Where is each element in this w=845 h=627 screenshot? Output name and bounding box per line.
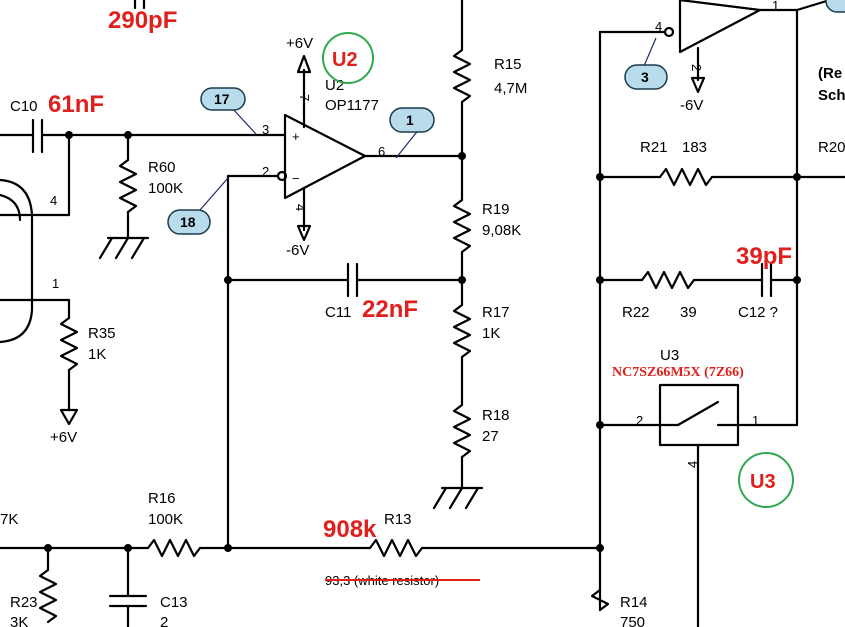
r20-label: R20 [818,139,845,156]
r22-value: 39 [680,304,697,321]
r16-label: R16 [148,490,176,507]
u2-pos-supply: +6V [286,35,313,52]
r14-label: R14 [620,594,648,611]
r60-value: 100K [148,180,183,197]
r17-value: 1K [482,325,500,342]
u3-pin2: 2 [636,413,643,428]
r18-value: 27 [482,428,499,445]
net-bubble-18: 18 [167,177,229,235]
r19-value: 9,08K [482,222,521,239]
r16-value: 100K [148,511,183,528]
r35-label: R35 [88,325,116,342]
net-bubble-17-text: 17 [214,91,230,107]
r13-label: R13 [384,511,412,528]
r60-resistor [98,133,150,260]
clipped-note-line2: Sch [818,87,845,104]
top-opamp-pin1: 1 [772,0,779,13]
top-opamp-pin4: 4 [655,19,662,34]
left-k-value: 7K [0,511,18,528]
red-c10-value: 61nF [48,91,104,118]
top-cap-stub [133,0,146,10]
red-u3-part: NC7SZ66M5X (7Z66) [612,365,744,380]
red-c12-value: 39pF [736,243,792,270]
c13-value: 2 [160,614,168,627]
u3-pin4: 4 [685,461,700,468]
top-opamp-neg-supply: -6V [680,97,703,114]
net-bubble-1-text: 1 [406,112,414,128]
u2-neg-supply: -6V [286,242,309,259]
r18-label: R18 [482,407,510,424]
top-opamp-pin2: 2 [689,64,704,71]
left-pin-4: 4 [50,193,57,208]
u2-pin6: 6 [378,144,385,159]
r21-value: 183 [682,139,707,156]
u3-switch [598,383,799,627]
circled-u3: U3 [738,452,794,508]
left-pin-1: 1 [52,276,59,291]
r35-resistor [59,316,79,426]
r19-label: R19 [482,201,510,218]
r22-label: R22 [622,304,650,321]
net-bubble-3-text: 3 [641,69,649,85]
svg-text:+: + [292,129,300,144]
r15-r19-r17-r18-chain [432,0,484,510]
net-bubble-17: 17 [200,87,257,135]
circled-u2-text: U2 [332,49,358,71]
u2-opamp: + − [226,54,464,242]
bottom-signal-line [0,538,604,627]
r21-label: R21 [640,139,668,156]
net-bubble-clipped [825,0,845,13]
left-edge-component: 4 1 [0,178,71,344]
u3-ref: U3 [660,347,679,364]
right-feedback-network [596,0,845,612]
c13-label: C13 [160,594,188,611]
net-bubble-3: 3 [624,37,668,90]
r35-value: 1K [88,346,106,363]
r15-label: R15 [494,56,522,73]
net-bubble-18-text: 18 [180,214,196,230]
u2-part: OP1177 [325,97,379,114]
c11-label: C11 [325,304,351,321]
r60-label: R60 [148,159,176,176]
u2-pin2: 2 [262,164,269,179]
r35-supply: +6V [50,429,77,446]
u2-pin7: 7 [297,94,312,101]
u2-feedback [224,152,466,552]
u2-pin4: 4 [293,204,308,211]
circled-u2: U2 [322,32,374,84]
r14-resistor [590,588,610,612]
circled-u3-text: U3 [750,471,776,493]
u2-pin3: 3 [262,122,269,137]
svg-text:−: − [292,171,300,186]
r14-value: 750 [620,614,645,627]
red-top-cap-value: 290pF [108,7,177,34]
red-c11-value: 22nF [362,296,418,323]
clipped-note-line1: (Re [818,65,842,82]
u3-pin1: 1 [752,413,759,428]
r15-value: 4,7M [494,80,527,97]
r23-value: 3K [10,614,28,627]
r17-label: R17 [482,304,510,321]
c10-label: C10 [10,98,38,115]
red-r13-value: 908k [323,516,377,543]
net-bubble-1: 1 [389,107,435,159]
r23-label: R23 [10,594,38,611]
c10-input-net [0,118,287,217]
c12-label: C12 ? [738,304,778,321]
